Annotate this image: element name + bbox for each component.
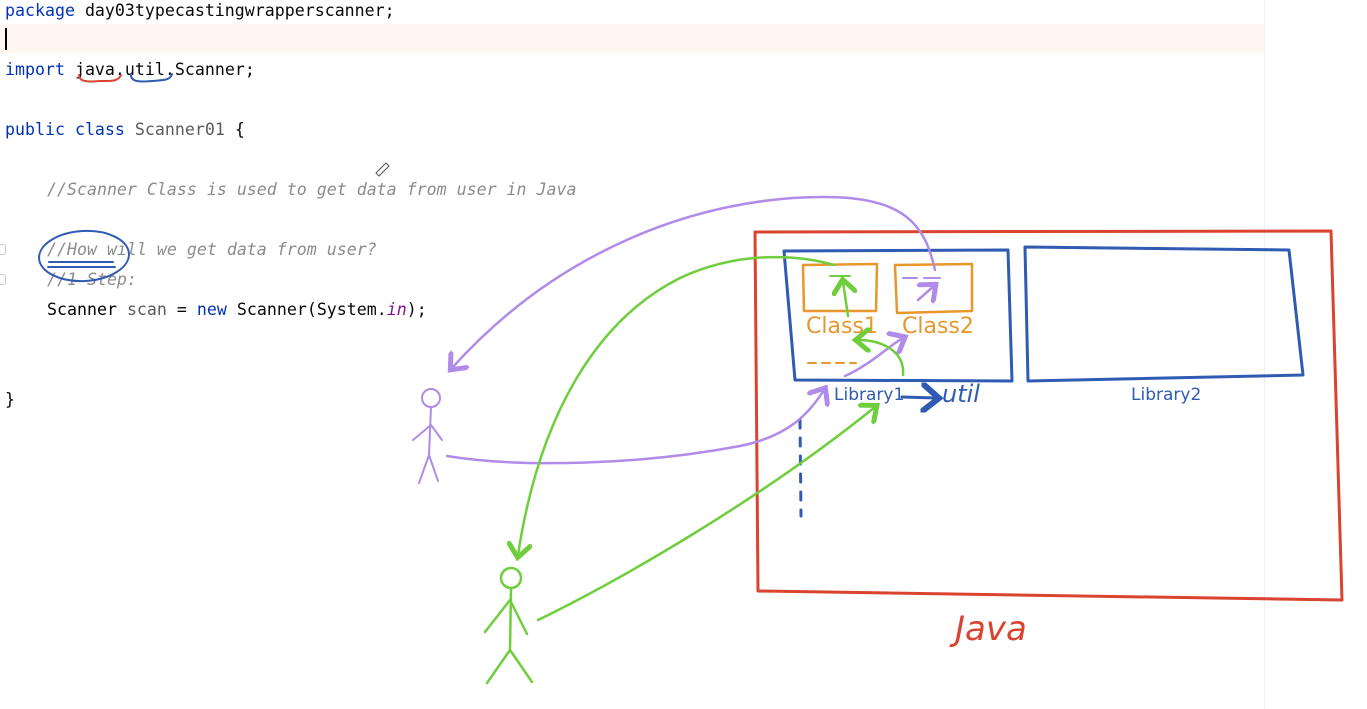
code-line-class-decl[interactable]: public class Scanner01 { xyxy=(5,119,245,149)
library2-box xyxy=(1023,245,1305,383)
library2-label: Library2 xyxy=(1131,385,1201,405)
class1-label: Class1 xyxy=(806,314,878,339)
code-line-comment-scanner[interactable]: //Scanner Class is used to get data from… xyxy=(47,179,577,209)
util-label: util xyxy=(942,380,980,408)
class2-label: Class2 xyxy=(902,314,974,339)
assign-operator: = xyxy=(176,300,187,319)
double-underline xyxy=(47,261,116,268)
purple-arrow-to-user xyxy=(452,195,937,368)
library1-arrow xyxy=(900,397,936,398)
green-arrow-inside-class1 xyxy=(843,282,848,318)
keyword-import: import xyxy=(5,60,65,79)
variable-scan: scan xyxy=(126,300,167,319)
open-brace: { xyxy=(234,120,245,139)
code-line-scanner-decl[interactable]: Scanner scan = new Scanner(System.in); xyxy=(47,299,427,329)
user-figure-green xyxy=(483,566,534,685)
code-line-import[interactable]: import java.util.Scanner; xyxy=(5,59,255,89)
class2-box xyxy=(893,262,974,315)
class-name: Scanner01 xyxy=(134,120,225,139)
code-line-comment-how[interactable]: //How will we get data from user? xyxy=(47,239,377,269)
static-field-in: in xyxy=(386,300,407,319)
keyword-class: class xyxy=(74,120,125,139)
comment-how: //How will we get data from user? xyxy=(47,240,377,259)
green-arrow-to-user xyxy=(518,255,836,555)
user-figure-purple xyxy=(412,388,443,484)
pen-cursor-icon xyxy=(375,162,390,177)
underline-java xyxy=(78,74,122,83)
text-caret xyxy=(5,28,7,50)
package-name: day03typecastingwrapperscanner; xyxy=(84,1,395,20)
purple-arrow-user-to-library xyxy=(445,390,824,465)
import-package-util: util xyxy=(124,60,165,79)
java-label: Java xyxy=(949,609,1027,649)
code-line-package[interactable]: package day03typecastingwrapperscanner; xyxy=(5,0,395,30)
import-dot: . xyxy=(114,60,125,79)
import-scanner: .Scanner; xyxy=(164,60,255,79)
circle-annotation xyxy=(38,229,130,283)
green-arrow-user-to-library xyxy=(536,407,875,622)
purple-arrow-to-class2 xyxy=(843,338,903,378)
code-line-close-brace[interactable]: } xyxy=(5,389,15,419)
purple-arrow-inside-class2 xyxy=(918,286,934,300)
underline-util xyxy=(130,73,173,83)
fold-marker-end[interactable] xyxy=(0,274,6,285)
constructor-call: Scanner(System. xyxy=(236,300,387,319)
java-box xyxy=(753,229,1344,602)
library1-box xyxy=(782,248,1014,383)
green-arrow-to-class1 xyxy=(858,340,905,377)
library1-label: Library1 xyxy=(834,385,904,405)
comment-scanner: //Scanner Class is used to get data from… xyxy=(47,180,577,199)
import-package-java: java xyxy=(74,60,115,79)
right-margin-guide xyxy=(1264,0,1265,709)
library1-dashed-line xyxy=(798,418,803,518)
current-line-highlight xyxy=(0,24,1264,53)
class1-box xyxy=(801,262,879,313)
type-scanner: Scanner xyxy=(47,300,117,319)
keyword-new: new xyxy=(196,300,227,319)
keyword-package: package xyxy=(5,1,75,20)
close-brace: } xyxy=(5,390,15,409)
statement-end: ); xyxy=(406,300,427,319)
fold-marker-start[interactable] xyxy=(0,244,6,255)
keyword-public: public xyxy=(5,120,65,139)
